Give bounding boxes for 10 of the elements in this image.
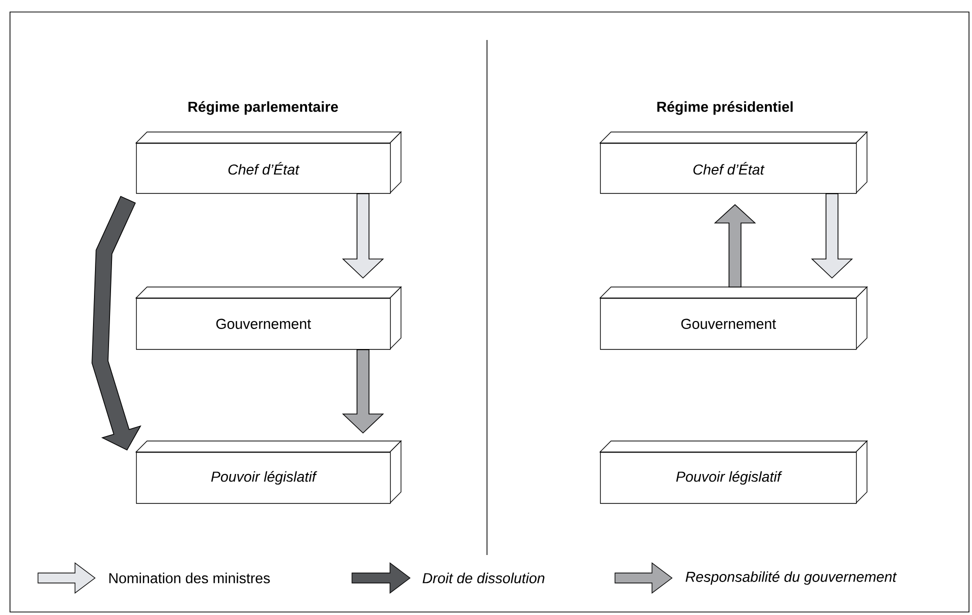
legend-label: Nomination des ministres <box>109 572 270 584</box>
legend-label: Responsabilité du gouvernement <box>686 571 897 585</box>
arrow <box>342 193 384 279</box>
arrow <box>811 193 853 279</box>
heading: Régime présidentiel <box>657 101 793 115</box>
arrow <box>92 196 142 451</box>
heading: Régime parlementaire <box>188 101 338 115</box>
arrow <box>342 349 384 434</box>
legend-label: Droit de dissolution <box>422 572 544 584</box>
arrow <box>714 204 756 288</box>
